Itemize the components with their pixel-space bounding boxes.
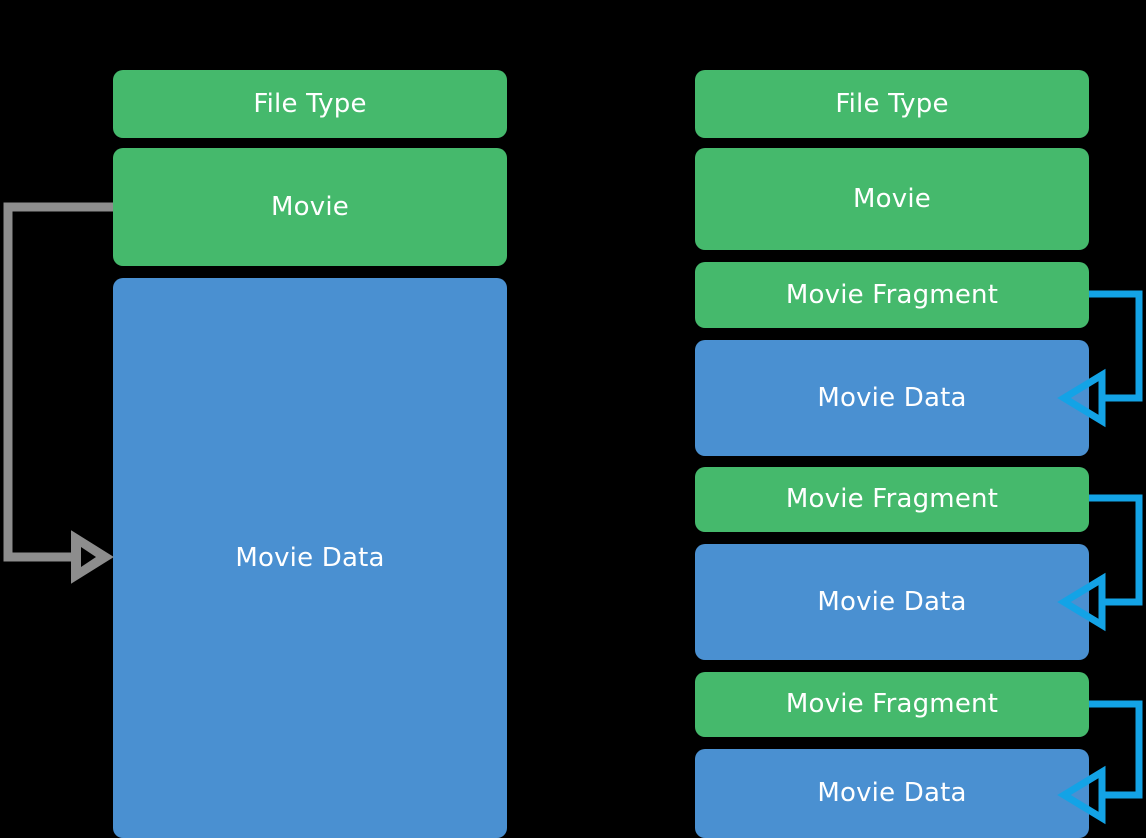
right-box-movie-fragment-3-label: Movie Fragment [785,689,999,720]
left-box-movie-data-label: Movie Data [235,542,385,573]
connector-fragment-1-line [1089,290,1143,402]
right-box-movie-data-1: Movie Data [695,340,1089,456]
right-box-movie-fragment-2: Movie Fragment [695,467,1089,532]
right-box-file-type: File Type [695,70,1089,138]
connector-fragment-3-line [1089,700,1143,799]
right-box-movie-data-2-label: Movie Data [817,586,967,617]
right-box-movie: Movie [695,148,1089,250]
connector-movie-to-movie-data [3,202,114,584]
right-box-movie-label: Movie [853,183,931,214]
right-box-movie-data-3: Movie Data [695,749,1089,838]
right-box-movie-data-2: Movie Data [695,544,1089,660]
right-box-file-type-label: File Type [835,88,949,119]
left-box-movie: Movie [113,148,507,266]
right-box-movie-fragment-1: Movie Fragment [695,262,1089,328]
right-box-movie-fragment-1-label: Movie Fragment [785,279,999,310]
connector-movie-to-movie-data-line [3,202,113,562]
right-box-movie-data-1-label: Movie Data [817,382,967,413]
left-box-movie-label: Movie [271,191,349,222]
right-box-movie-fragment-3: Movie Fragment [695,672,1089,737]
right-box-movie-fragment-2-label: Movie Fragment [785,484,999,515]
left-box-file-type-label: File Type [253,88,367,119]
left-box-movie-data: Movie Data [113,278,507,838]
connector-fragment-2-line [1089,494,1143,606]
connector-movie-to-movie-data-arrowhead-notch [81,547,96,567]
connector-movie-to-movie-data-arrowhead [71,530,114,584]
right-box-movie-data-3-label: Movie Data [817,778,967,809]
left-box-file-type: File Type [113,70,507,138]
